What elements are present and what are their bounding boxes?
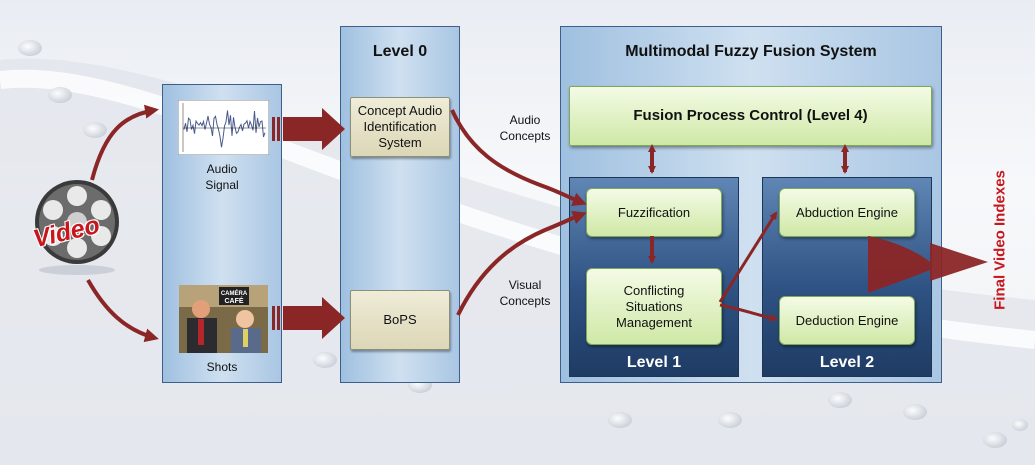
svg-text:CAFÉ: CAFÉ <box>224 296 243 305</box>
audio-waveform-image <box>178 100 269 155</box>
concept-audio-identification-box: Concept Audio Identification System <box>350 97 450 157</box>
level2-box: Abduction Engine Deduction Engine Level … <box>762 177 932 377</box>
final-video-indexes-label: Final Video Indexes <box>991 170 1009 310</box>
level1-label: Level 1 <box>626 354 682 371</box>
audio-signal-label: Audio Signal <box>205 162 239 192</box>
shots-thumbnail-image: CAMÉRA CAFÉ <box>179 285 268 353</box>
fusion-process-control-box: Fusion Process Control (Level 4) <box>569 86 932 146</box>
fusion-system-panel: Multimodal Fuzzy Fusion System Fusion Pr… <box>560 26 942 383</box>
film-reel-icon <box>35 180 119 275</box>
audio-concepts-label: Audio Concepts <box>499 113 551 143</box>
conflicting-situations-box: Conflicting Situations Management <box>586 268 722 345</box>
abduction-engine-box: Abduction Engine <box>779 188 915 237</box>
level0-panel: Level 0 Concept Audio Identification Sys… <box>340 26 460 383</box>
level0-title: Level 0 <box>372 43 428 60</box>
visual-concepts-label: Visual Concepts <box>499 278 551 308</box>
fuzzification-box: Fuzzification <box>586 188 722 237</box>
level1-box: Fuzzification Conflicting Situations Man… <box>569 177 739 377</box>
svg-text:CAMÉRA: CAMÉRA <box>221 289 248 297</box>
input-panel: Audio Signal CAMÉRA CAFÉ Shots <box>162 84 282 383</box>
level2-label: Level 2 <box>819 354 875 371</box>
shots-label: Shots <box>206 360 238 374</box>
bops-box: BoPS <box>350 290 450 350</box>
deduction-engine-box: Deduction Engine <box>779 296 915 345</box>
fusion-system-title: Multimodal Fuzzy Fusion System <box>625 43 877 60</box>
